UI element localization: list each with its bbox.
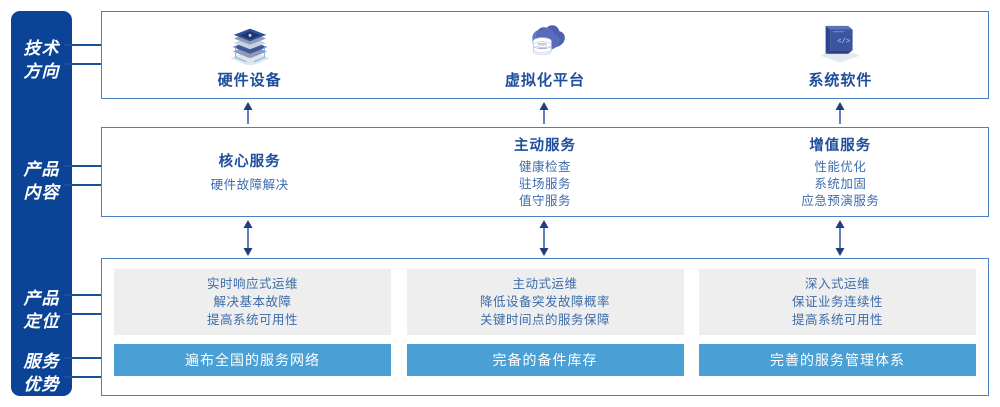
positioning-line: 解决基本故障 <box>213 295 292 309</box>
advantage-label: 遍布全国的服务网络 <box>185 352 320 368</box>
service-title-proactive: 主动服务 <box>513 138 576 154</box>
service-item: 硬件故障解决 <box>210 178 289 192</box>
service-column-core[interactable]: 核心服务 硬件故障解决 <box>102 128 397 216</box>
service-item: 性能优化 <box>814 160 867 174</box>
tech-direction-box: 硬件设备 <box>101 11 989 99</box>
arrow-up-system-software <box>835 102 845 124</box>
service-item: 驻场服务 <box>518 177 571 191</box>
tech-column-system-software[interactable]: </> 系统软件 <box>693 12 988 98</box>
service-column-proactive[interactable]: 主动服务 健康检查 驻场服务 值守服务 <box>397 128 692 216</box>
sidebar-label-line1: 产品 <box>23 289 60 308</box>
advantage-bar-service-network[interactable]: 遍布全国的服务网络 <box>114 344 391 376</box>
service-title-value-added: 增值服务 <box>809 138 872 154</box>
sidebar-label-line2: 定位 <box>23 312 60 331</box>
service-item: 值守服务 <box>518 194 571 208</box>
cloud-database-icon <box>516 21 574 65</box>
service-item: 健康检查 <box>518 160 571 174</box>
connector-line <box>64 294 102 296</box>
laptop-code-icon: </> <box>811 21 869 65</box>
positioning-line: 保证业务连续性 <box>791 295 883 309</box>
svg-text:</>: </> <box>838 38 851 46</box>
sidebar-label-line2: 内容 <box>23 183 60 202</box>
sidebar-item-tech-direction[interactable]: 技术 方向 <box>11 37 72 83</box>
arrow-bidirectional-value-added <box>835 220 845 256</box>
arrow-bidirectional-proactive <box>539 220 549 256</box>
arrow-up-virtualization <box>539 102 549 124</box>
sidebar-label-line1: 技术 <box>23 39 60 58</box>
arrow-up-hardware <box>243 102 253 124</box>
sidebar-label-line1: 产品 <box>23 160 60 179</box>
connector-line <box>64 184 102 186</box>
advantage-bar-spare-parts[interactable]: 完备的备件库存 <box>406 344 684 376</box>
connector-line <box>64 376 102 378</box>
tech-label-hardware: 硬件设备 <box>217 71 282 89</box>
advantage-bar-management-system[interactable]: 完善的服务管理体系 <box>699 344 976 376</box>
sidebar-label-line2: 方向 <box>23 62 60 81</box>
service-item: 系统加固 <box>814 177 867 191</box>
positioning-line: 深入式运维 <box>804 277 870 291</box>
connector-line <box>64 63 102 65</box>
arrow-bidirectional-core <box>243 220 253 256</box>
positioning-line: 主动式运维 <box>512 277 578 291</box>
positioning-line: 提高系统可用性 <box>206 313 298 327</box>
tech-label-virtualization: 虚拟化平台 <box>504 71 585 89</box>
tech-label-system-software: 系统软件 <box>808 71 873 89</box>
positioning-card-realtime[interactable]: 实时响应式运维 解决基本故障 提高系统可用性 <box>114 269 391 335</box>
positioning-advantage-box: 实时响应式运维 解决基本故障 提高系统可用性 主动式运维 降低设备突发故障概率 … <box>101 258 989 396</box>
connector-line <box>64 313 102 315</box>
sidebar-item-product-content[interactable]: 产品 内容 <box>11 158 72 204</box>
service-column-value-added[interactable]: 增值服务 性能优化 系统加固 应急预演服务 <box>693 128 988 216</box>
positioning-line: 提高系统可用性 <box>791 313 883 327</box>
connector-line <box>64 44 102 46</box>
positioning-card-proactive[interactable]: 主动式运维 降低设备突发故障概率 关键时间点的服务保障 <box>406 269 684 335</box>
connector-line <box>64 165 102 167</box>
positioning-line: 关键时间点的服务保障 <box>479 313 610 327</box>
tech-column-virtualization[interactable]: 虚拟化平台 <box>397 12 692 98</box>
advantage-label: 完备的备件库存 <box>492 352 598 368</box>
tech-column-hardware[interactable]: 硬件设备 <box>102 12 397 98</box>
sidebar-item-product-positioning[interactable]: 产品 定位 <box>11 287 72 333</box>
advantage-label: 完善的服务管理体系 <box>770 352 905 368</box>
service-title-core: 核心服务 <box>218 154 281 170</box>
sidebar-label-line2: 优势 <box>23 375 60 394</box>
connector-line <box>64 357 102 359</box>
service-item: 应急预演服务 <box>801 194 880 208</box>
positioning-line: 降低设备突发故障概率 <box>479 295 610 309</box>
product-content-box: 核心服务 硬件故障解决 主动服务 健康检查 驻场服务 值守服务 增值服务 性能优… <box>101 127 989 217</box>
positioning-card-indepth[interactable]: 深入式运维 保证业务连续性 提高系统可用性 <box>699 269 976 335</box>
positioning-line: 实时响应式运维 <box>206 277 298 291</box>
server-stack-icon <box>221 21 279 65</box>
sidebar-label-line1: 服务 <box>23 352 60 371</box>
category-sidebar: 技术 方向 产品 内容 产品 定位 服务 优势 <box>11 11 72 396</box>
sidebar-item-service-advantage[interactable]: 服务 优势 <box>11 350 72 396</box>
